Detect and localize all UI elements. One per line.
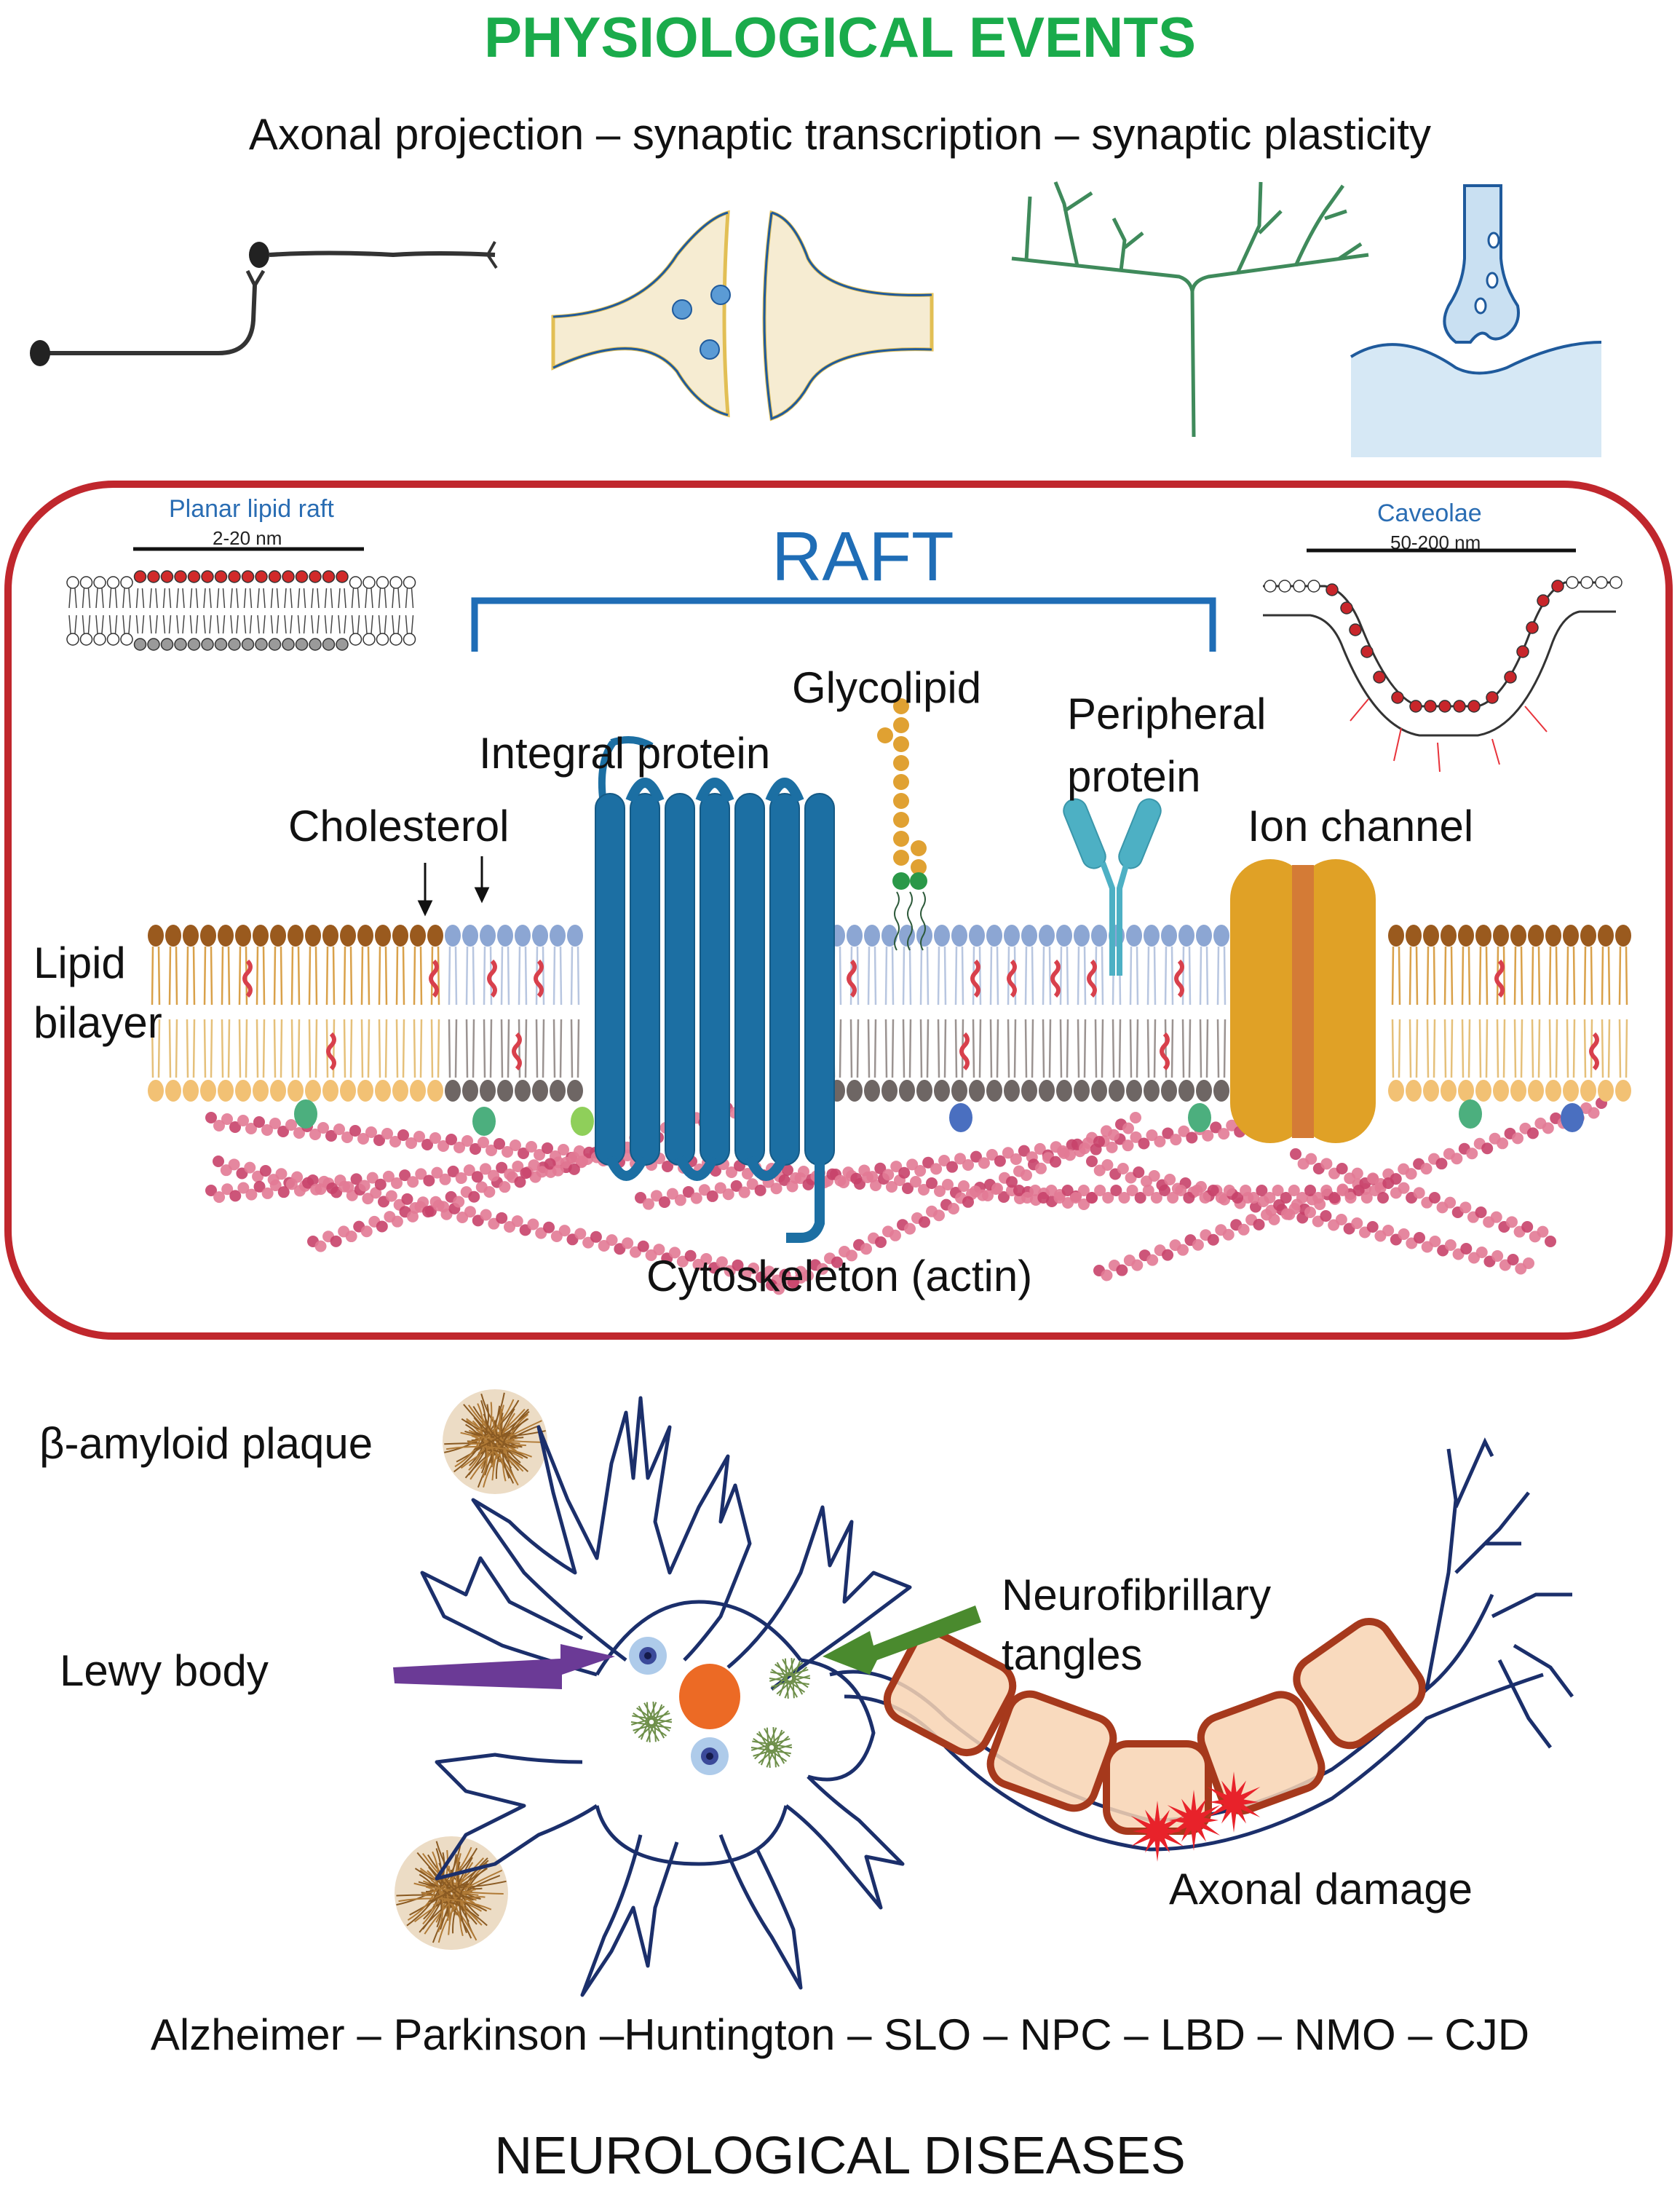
neuron-illustration [393,1389,1574,1997]
neurofibrillary-tangle-icon [630,1658,811,1768]
physiological-events-subtitle: Axonal projection – synaptic transcripti… [248,110,1432,159]
glycolipid [877,698,927,951]
raft-panel-illustration [66,547,1631,1295]
synapse-icon [551,210,934,422]
amyloid-plaque-icon-2 [395,1836,508,1950]
neuron-dendrites [420,1396,912,1997]
glycolipid-label: Glycolipid [792,663,982,712]
cytoskeleton-label: Cytoskeleton (actin) [646,1252,1033,1300]
ion-channel [1230,859,1376,1143]
axonal-projection-icon [30,181,1602,457]
lipid-bilayer-label-line1: Lipid [33,939,126,987]
lewy-body-label: Lewy body [60,1646,269,1695]
axonal-damage-icon [1130,1771,1261,1862]
tangles-label-line1: Neurofibrillary [1002,1571,1272,1619]
ion-channel-label: Ion channel [1248,802,1474,850]
axon-terminal [1425,1437,1574,1749]
planar-raft-scale: 2-20 nm [213,527,282,549]
raft-panel [4,481,1673,1340]
physiological-events-title: PHYSIOLOGICAL EVENTS [483,5,1197,69]
axonal-damage-label: Axonal damage [1169,1865,1473,1913]
cholesterol-arrows [417,856,490,917]
integral-protein-label: Integral protein [479,729,771,778]
caveolae-label: Caveolae [1377,499,1482,527]
axonal-projection-icon-shape [30,241,498,366]
amyloid-plaque-icon [443,1389,547,1494]
integral-protein [595,736,835,1243]
tangles-arrow [823,1605,981,1675]
amyloid-plaque-label: β-amyloid plaque [39,1419,373,1468]
lewy-body-arrow [393,1644,615,1689]
myelin-sheath [883,1618,1427,1835]
planar-raft-label: Planar lipid raft [169,495,334,523]
vesicle-release-icon [1350,184,1602,457]
neuron-nucleus [679,1664,740,1729]
raft-title: RAFT [772,518,954,596]
caveolae-icon [1263,576,1622,773]
planar-raft-icon [66,568,419,651]
raft-bracket [471,597,1216,652]
peripheral-protein [1063,798,1162,976]
cholesterol-label: Cholesterol [288,802,510,850]
disease-list: Alzheimer – Parkinson –Huntington – SLO … [150,2010,1530,2059]
lipid-bilayer-label-line2: bilayer [33,998,162,1047]
tangles-label-line2: tangles [1002,1630,1143,1679]
dendritic-tree-icon [1011,181,1369,438]
lipid-bilayer [148,925,1631,1295]
lewy-body-icon [629,1637,729,1775]
peripheral-protein-label-line2: protein [1067,752,1201,801]
peripheral-protein-label-line1: Peripheral [1067,690,1267,738]
neurological-diseases-title: NEUROLOGICAL DISEASES [494,2127,1186,2185]
